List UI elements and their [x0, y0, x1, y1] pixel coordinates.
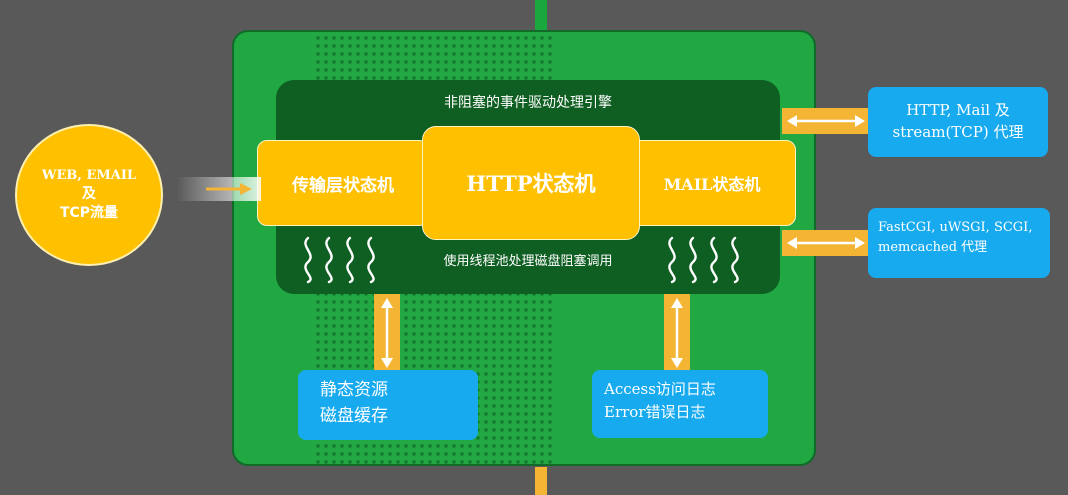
traffic-source-circle: WEB, EMAIL 及 TCP流量 [15, 124, 163, 266]
transport-state-machine: 传输层状态机 [257, 140, 429, 226]
static-resource-line-2: 磁盘缓存 [320, 405, 388, 426]
engine-subtitle: 使用线程池处理磁盘阻塞调用 [443, 254, 613, 269]
fastcgi-proxy-box: FastCGI, uWSGI, SCGI, memcached 代理 [868, 208, 1050, 278]
log-line-2: Error错误日志 [604, 403, 706, 422]
traffic-line-2: 及 [82, 185, 96, 202]
mail-state-machine: MAIL状态机 [628, 140, 796, 226]
bottom-connector [535, 467, 547, 495]
log-connector [664, 294, 690, 372]
double-arrow-icon [787, 237, 865, 249]
top-connector [535, 0, 547, 32]
fastcgi-proxy-line-2: memcached 代理 [878, 240, 988, 256]
traffic-line-1: WEB, EMAIL [41, 168, 137, 184]
static-resource-box: 静态资源 磁盘缓存 [298, 370, 478, 440]
vertical-double-arrow-icon [671, 298, 683, 368]
double-arrow-icon [787, 115, 865, 127]
static-resource-line-1: 静态资源 [320, 380, 388, 400]
fastcgi-proxy-line-1: FastCGI, uWSGI, SCGI, [878, 220, 1033, 235]
fastcgi-proxy-connector [782, 230, 870, 256]
left-thread-waves-icon [304, 236, 375, 284]
http-proxy-line-2: stream(TCP) 代理 [892, 123, 1024, 141]
http-proxy-connector [782, 108, 870, 134]
http-state-machine: HTTP状态机 [422, 126, 640, 240]
right-thread-waves-icon [668, 236, 739, 284]
log-line-1: Access访问日志 [604, 380, 716, 398]
http-mail-proxy-box: HTTP, Mail 及 stream(TCP) 代理 [868, 87, 1048, 157]
static-resource-connector [374, 294, 400, 372]
http-proxy-line-1: HTTP, Mail 及 [906, 101, 1010, 120]
vertical-double-arrow-icon [381, 298, 393, 368]
engine-title: 非阻塞的事件驱动处理引擎 [444, 95, 612, 111]
traffic-arrow-icon [206, 183, 252, 195]
log-box: Access访问日志 Error错误日志 [592, 370, 768, 438]
traffic-line-3: TCP流量 [59, 204, 119, 221]
